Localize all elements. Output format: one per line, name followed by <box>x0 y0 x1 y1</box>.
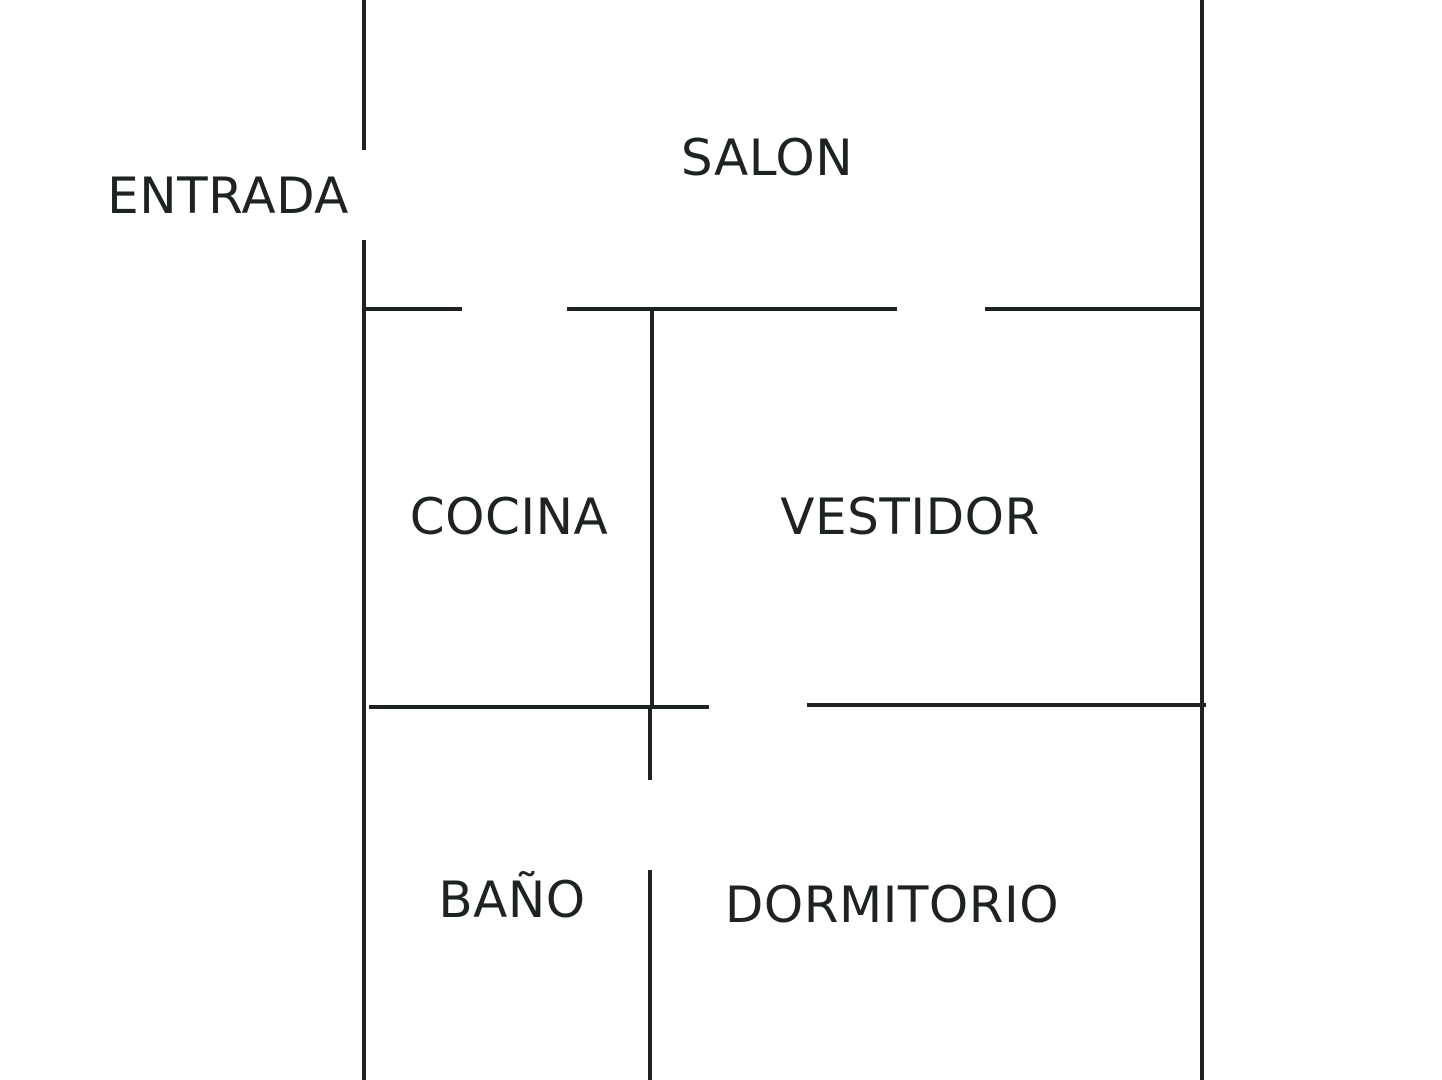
label-dressing-room: VESTIDOR <box>780 488 1039 546</box>
label-bathroom: BAÑO <box>438 871 585 929</box>
label-entrance: ENTRADA <box>107 167 349 225</box>
label-living-room: SALON <box>681 129 853 187</box>
label-kitchen: COCINA <box>410 488 609 546</box>
label-bedroom: DORMITORIO <box>725 876 1059 934</box>
